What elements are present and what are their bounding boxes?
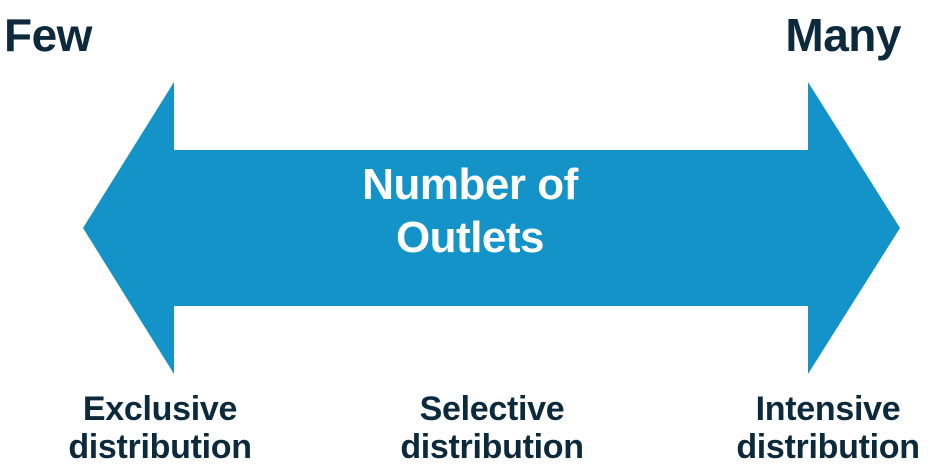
strategy-selective-line-1: Selective	[419, 390, 565, 428]
strategy-selective-line-2: distribution	[400, 428, 584, 466]
strategy-intensive: Intensive distribution	[698, 390, 939, 466]
strategy-intensive-line-2: distribution	[736, 428, 920, 466]
arrow-label-line-2: Outlets	[395, 213, 545, 262]
arrow-label-line-1: Number of	[362, 160, 578, 209]
arrow-label: Number of Outlets	[260, 158, 680, 264]
strategy-selective: Selective distribution	[362, 390, 622, 466]
strategy-exclusive: Exclusive distribution	[30, 390, 290, 466]
few-label: Few	[4, 9, 92, 61]
strategy-exclusive-line-1: Exclusive	[82, 390, 238, 428]
double-arrow-shape	[83, 82, 900, 374]
strategy-exclusive-line-2: distribution	[68, 428, 252, 466]
strategy-intensive-line-1: Intensive	[755, 390, 901, 428]
many-label: Many	[785, 9, 901, 61]
